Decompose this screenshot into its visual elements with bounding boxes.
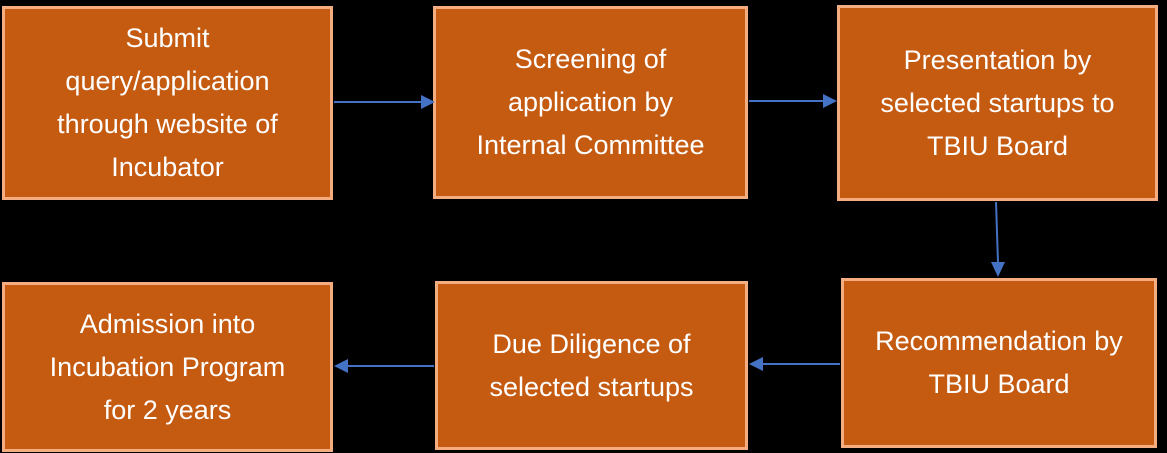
flow-node-screening: Screening of application by Internal Com… bbox=[433, 6, 748, 199]
flow-node-admission: Admission into Incubation Program for 2 … bbox=[2, 282, 333, 452]
flow-node-label: Screening of application by Internal Com… bbox=[476, 44, 705, 160]
arrow-presentation-to-recommendation-icon bbox=[991, 201, 1005, 277]
arrow-recommendation-to-due-diligence-icon bbox=[749, 357, 840, 371]
flow-node-presentation: Presentation by selected startups to TBI… bbox=[837, 5, 1158, 201]
flow-node-label: Presentation by selected startups to TBI… bbox=[880, 44, 1115, 161]
flow-node-label: Admission into Incubation Program for 2 … bbox=[49, 308, 286, 425]
flow-node-label: Submit query/application through website… bbox=[57, 23, 278, 182]
flow-node-submit-application: Submit query/application through website… bbox=[2, 6, 333, 200]
flow-node-due-diligence: Due Diligence of selected startups bbox=[435, 281, 748, 450]
flow-node-recommendation: Recommendation by TBIU Board bbox=[841, 278, 1157, 448]
arrow-due-diligence-to-admission-icon bbox=[334, 359, 434, 373]
arrow-screening-to-presentation-icon bbox=[749, 94, 837, 108]
flow-node-label: Recommendation by TBIU Board bbox=[875, 326, 1123, 399]
arrow-submit-to-screening-icon bbox=[334, 95, 435, 109]
flow-node-label: Due Diligence of selected startups bbox=[489, 328, 694, 402]
